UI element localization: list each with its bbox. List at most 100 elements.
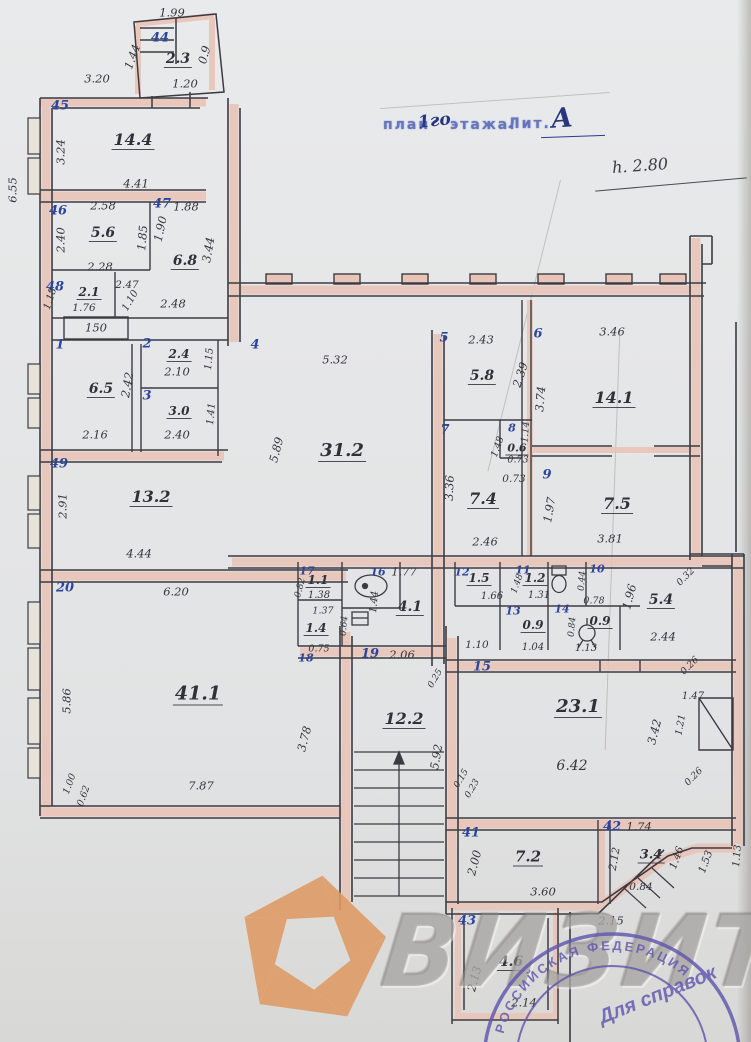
dimension-label: 2.46 (472, 534, 498, 549)
dimension-label: 0.82 (293, 576, 308, 599)
dimension-label: 3.46 (599, 324, 625, 339)
dimension-label: 1.13 (574, 643, 598, 654)
dimension-label: 1.88 (173, 199, 199, 214)
dimension-label: 150 (85, 320, 107, 335)
dimension-label: 1.96 (619, 582, 640, 611)
room-area-label: 41.1 (172, 682, 224, 706)
dimension-label: 0.26 (682, 765, 706, 789)
dimension-label: 0.64 (338, 615, 351, 637)
dimension-label: 0.78 (583, 595, 605, 607)
room-number-label: 3 (142, 388, 152, 404)
room-number-label: 4 (250, 337, 260, 353)
room-number-label: 8 (508, 421, 516, 435)
room-area-label: 2.1 (76, 285, 102, 300)
room-area-label: 13.2 (129, 487, 173, 507)
dimension-label: 0.73 (502, 472, 526, 485)
room-number-label: 10 (589, 562, 605, 576)
dimension-label: 1.85 (134, 224, 151, 252)
room-number-label: 41 (461, 825, 481, 841)
room-number-label: 1 (55, 337, 65, 353)
room-number-label: 18 (298, 651, 314, 665)
dimension-label: 3.36 (441, 474, 457, 502)
dimension-label: 1.99 (159, 5, 185, 20)
room-number-label: 47 (152, 196, 172, 212)
dimension-label: 2.16 (82, 427, 108, 442)
dimension-label: 5.32 (322, 352, 348, 367)
dimension-label: 3.78 (294, 724, 315, 753)
dimension-label: 0.84 (629, 880, 653, 893)
dimension-label: 2.40 (164, 427, 190, 442)
room-area-label: 5.6 (88, 225, 118, 242)
dimension-label: 0.23 (463, 777, 482, 800)
dimension-label: 0.73 (507, 454, 529, 466)
dimension-label: 0.26 (678, 654, 702, 678)
room-number-label: 49 (49, 456, 69, 472)
dimension-label: 2.58 (90, 198, 116, 213)
dimension-label: 1.10 (465, 638, 489, 651)
room-area-label: 3.0 (166, 404, 192, 419)
dimension-label: 0.25 (426, 667, 445, 690)
dimension-label: 2.28 (87, 259, 113, 274)
room-number-label: 13 (505, 604, 521, 618)
dimension-label: 1.66 (480, 591, 504, 602)
room-number-label: 5 (439, 330, 449, 346)
room-number-label: 15 (472, 659, 492, 675)
room-area-label: 7.2 (512, 847, 544, 867)
dimension-label: 1.21 (673, 713, 689, 737)
dimension-label: 6.42 (556, 758, 588, 774)
room-area-label: 1.2 (522, 571, 548, 586)
dimension-label: 2.47 (115, 278, 139, 291)
dimension-label: 3.42 (644, 717, 665, 746)
room-number-label: 14 (554, 602, 570, 616)
dimension-label: 2.91 (55, 493, 70, 519)
dimension-label: 1.97 (540, 496, 559, 524)
dimension-label: 0.62 (74, 784, 93, 808)
dimension-label: 2.48 (160, 296, 186, 311)
dimension-label: 2.06 (389, 647, 415, 662)
dimension-label: 2.12 (606, 846, 623, 872)
room-number-label: 45 (50, 98, 70, 114)
dimension-label: 7.87 (188, 778, 214, 793)
round-ink-stamp: РОССИЙСКАЯ ФЕДЕРАЦИЯ Для справок (483, 932, 741, 1042)
dimension-label: 5.89 (266, 435, 287, 464)
stamp-center-text: Для справок (594, 961, 721, 1029)
room-area-label: 12.2 (382, 709, 426, 729)
room-area-label: 7.4 (467, 489, 499, 509)
dimension-label: 2.43 (468, 332, 494, 347)
dimension-label: 1.04 (521, 642, 545, 653)
dimension-label: 2.42 (118, 371, 137, 399)
room-number-label: 42 (602, 819, 622, 835)
room-area-label: 2.3 (163, 51, 193, 68)
room-area-label: 6.8 (170, 253, 200, 270)
dimension-label: 5.86 (59, 688, 74, 714)
dimension-label: 0.32 (674, 565, 698, 589)
room-number-label: 16 (370, 565, 386, 579)
dimension-label: 1.48 (488, 435, 507, 459)
dimension-label: 1.44 (121, 42, 144, 72)
room-area-label: 1.1 (305, 573, 331, 588)
room-area-label: 0.9 (587, 614, 613, 629)
dimension-label: 1.90 (150, 214, 170, 243)
dimension-label: 1.38 (307, 590, 331, 601)
dimension-label: 1.15 (203, 347, 216, 371)
room-number-label: 2 (142, 336, 152, 352)
room-number-label: 7 (440, 422, 450, 438)
dimension-label: 3.44 (199, 236, 218, 264)
room-area-label: 5.8 (467, 368, 497, 385)
dimension-label: 1.76 (72, 301, 96, 314)
dimension-label: 3.60 (530, 884, 556, 899)
room-area-label: 7.5 (601, 494, 633, 514)
room-area-label: 1.5 (466, 571, 492, 586)
dimension-label: 3.81 (597, 531, 623, 546)
dimension-label: 2.40 (53, 227, 68, 253)
dimension-label: 1.37 (312, 605, 334, 617)
dimension-label: 6.20 (163, 584, 189, 599)
dimension-label: 1.77 (391, 564, 417, 579)
dimension-label: 0.9 (195, 44, 214, 66)
dimension-label: 1.20 (172, 76, 198, 91)
dimension-label: 2.10 (164, 364, 190, 379)
dimension-label: 3.20 (84, 71, 110, 86)
dimension-label: 3.24 (53, 139, 68, 165)
